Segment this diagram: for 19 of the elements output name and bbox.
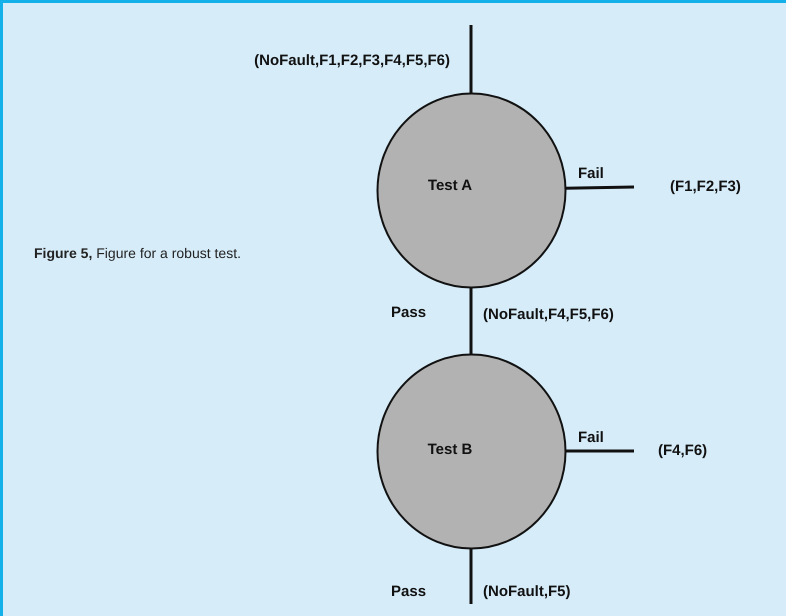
fault-set-label: (NoFault,F1,F2,F3,F4,F5,F6)	[254, 52, 450, 69]
connector-line	[564, 186, 634, 190]
figure-caption: Figure 5, Figure for a robust test.	[34, 245, 242, 262]
edge-label: Fail	[578, 165, 604, 182]
test-circle	[376, 352, 566, 550]
edge-label: Pass	[391, 583, 426, 600]
fault-set-label: (NoFault,F4,F5,F6)	[483, 306, 614, 323]
node-label: Test B	[428, 441, 472, 458]
connector-line	[470, 25, 472, 93]
fault-set-label: (F4,F6)	[658, 442, 708, 459]
fault-set-label: (F1,F2,F3)	[670, 178, 741, 195]
connector-line	[470, 287, 472, 354]
connector-line	[470, 548, 472, 604]
node-label: Test A	[428, 177, 472, 194]
connector-line	[565, 450, 634, 452]
test-circle	[376, 92, 566, 288]
edge-label: Pass	[391, 304, 426, 321]
fault-set-label: (NoFault,F5)	[483, 583, 570, 600]
edge-label: Fail	[578, 429, 604, 446]
